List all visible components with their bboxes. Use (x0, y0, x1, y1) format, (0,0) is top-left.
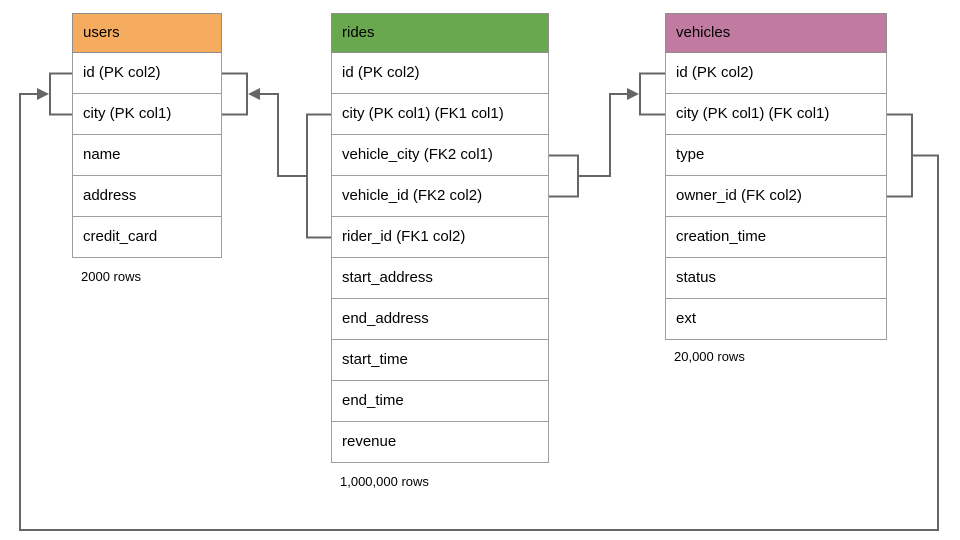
table-row: id (PK col2) (72, 53, 222, 94)
table-row: start_address (331, 258, 549, 299)
vehicles-left-bracket (639, 72, 666, 116)
users-right-bracket (221, 72, 248, 116)
table-row: credit_card (72, 217, 222, 258)
rides-left-bracket (306, 113, 332, 239)
table-row: city (PK col1) (FK col1) (665, 94, 887, 135)
table-row: creation_time (665, 217, 887, 258)
table-row: start_time (331, 340, 549, 381)
table-row: owner_id (FK col2) (665, 176, 887, 217)
fk2-arrowhead-icon (627, 88, 639, 100)
users-left-bracket (49, 72, 73, 116)
table-row: id (PK col2) (331, 53, 549, 94)
table-row: city (PK col1) (FK1 col1) (331, 94, 549, 135)
table-row: status (665, 258, 887, 299)
vehicles-row-count: 20,000 rows (674, 349, 745, 364)
table-row: vehicle_city (FK2 col1) (331, 135, 549, 176)
table-vehicles: vehicles id (PK col2) city (PK col1) (FK… (665, 13, 887, 340)
rides-right-bracket (548, 154, 579, 198)
table-row: city (PK col1) (72, 94, 222, 135)
table-row: name (72, 135, 222, 176)
vehicles-right-bracket (886, 113, 913, 198)
table-users: users id (PK col2) city (PK col1) name a… (72, 13, 222, 258)
fk2-rides-to-vehicles-line (578, 93, 628, 177)
table-row: end_time (331, 381, 549, 422)
fk1-rides-to-users-line (259, 93, 307, 177)
table-row: type (665, 135, 887, 176)
table-rides-title: rides (331, 13, 549, 53)
table-users-title: users (72, 13, 222, 53)
table-row: end_address (331, 299, 549, 340)
table-row: id (PK col2) (665, 53, 887, 94)
table-row: vehicle_id (FK2 col2) (331, 176, 549, 217)
fk1-arrowhead-icon (248, 88, 260, 100)
table-rides: rides id (PK col2) city (PK col1) (FK1 c… (331, 13, 549, 463)
fk-arrowhead-icon (37, 88, 49, 100)
table-row: rider_id (FK1 col2) (331, 217, 549, 258)
users-row-count: 2000 rows (81, 269, 141, 284)
table-row: ext (665, 299, 887, 340)
table-row: address (72, 176, 222, 217)
rides-row-count: 1,000,000 rows (340, 474, 429, 489)
table-vehicles-title: vehicles (665, 13, 887, 53)
table-row: revenue (331, 422, 549, 463)
